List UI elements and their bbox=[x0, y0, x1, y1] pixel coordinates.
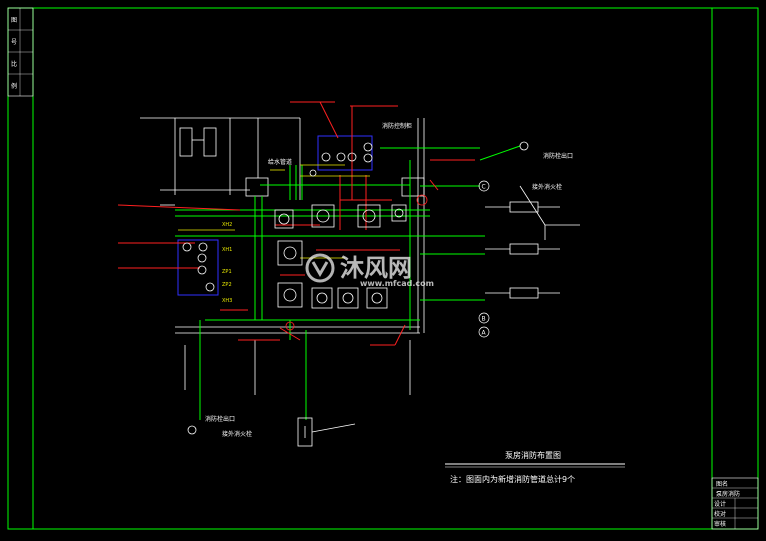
tb-row-4: 审核 bbox=[714, 520, 726, 528]
hydrant-valve-top bbox=[519, 141, 529, 151]
pump-unit-1 bbox=[311, 204, 335, 228]
axis-marker-c: C bbox=[482, 184, 486, 191]
strip-label-1: 图 bbox=[11, 17, 17, 24]
watermark-logo-icon bbox=[305, 253, 335, 283]
axis-marker-b: B bbox=[482, 316, 486, 323]
green-pipes bbox=[175, 145, 521, 420]
strip-label-4: 例 bbox=[11, 82, 17, 90]
tb-row-1: 图名 bbox=[716, 480, 728, 488]
label-hydrant-bottom: 消防栓出口 bbox=[205, 415, 235, 423]
left-title-strip: 图 号 比 例 bbox=[7, 7, 34, 97]
red-pipes bbox=[117, 101, 475, 346]
watermark-brand: 沐风网 bbox=[340, 254, 412, 282]
label-pump-c: ZP1 bbox=[222, 269, 232, 275]
label-cabinet-note: 消防控制柜 bbox=[382, 122, 412, 130]
label-pump-e: XH3 bbox=[222, 298, 232, 304]
building-walls bbox=[140, 117, 425, 395]
pump-unit-2 bbox=[357, 204, 381, 228]
axis-marker-a: A bbox=[482, 330, 487, 337]
pump-unit-5 bbox=[311, 287, 333, 309]
external-fittings bbox=[297, 185, 580, 447]
label-pump-d: ZP2 bbox=[222, 282, 232, 288]
watermark-url: www.mfcad.com bbox=[360, 279, 434, 288]
hydrant-valve-bottom bbox=[187, 425, 197, 435]
drawing-note: 注：图面内为新增消防管道总计9个 bbox=[450, 474, 575, 484]
pump-unit-9 bbox=[274, 209, 294, 229]
label-fire-valve-right: 接外消火栓 bbox=[532, 183, 562, 191]
label-hydrant-top: 消防栓出口 bbox=[543, 152, 573, 160]
callout-labels: 消防栓出口 接外消火栓 消防栓出口 接外消火栓 XH2 XH1 ZP1 ZP2 … bbox=[205, 122, 573, 438]
label-fire-valve-bottom: 接外消火栓 bbox=[222, 430, 252, 438]
title-block: 图名 泵房消防 设计 校对 审核 bbox=[711, 477, 759, 530]
tb-row-2: 设计 bbox=[714, 500, 726, 508]
label-pump-a: XH2 bbox=[222, 222, 232, 228]
tb-value-1: 泵房消防 bbox=[716, 490, 740, 498]
drawing-caption: 泵房消防布置图 注：图面内为新增消防管道总计9个 bbox=[445, 450, 625, 484]
pump-unit-3 bbox=[277, 240, 303, 266]
strip-label-2: 号 bbox=[11, 39, 17, 46]
strip-label-3: 比 bbox=[11, 60, 17, 68]
pump-unit-8 bbox=[391, 204, 407, 222]
watermark: 沐风网 www.mfcad.com bbox=[305, 253, 434, 288]
pump-unit-7 bbox=[366, 287, 388, 309]
valves bbox=[182, 141, 529, 435]
label-vert-note: 给水管道 bbox=[268, 158, 292, 166]
yellow-fittings bbox=[178, 164, 370, 259]
pump-units bbox=[274, 204, 407, 309]
pump-unit-4 bbox=[277, 282, 303, 308]
tb-row-3: 校对 bbox=[714, 510, 726, 518]
label-pump-b: XH1 bbox=[222, 247, 232, 253]
axis-markers: C B A bbox=[478, 180, 490, 338]
pump-unit-6 bbox=[337, 287, 359, 309]
drawing-title: 泵房消防布置图 bbox=[505, 450, 561, 460]
